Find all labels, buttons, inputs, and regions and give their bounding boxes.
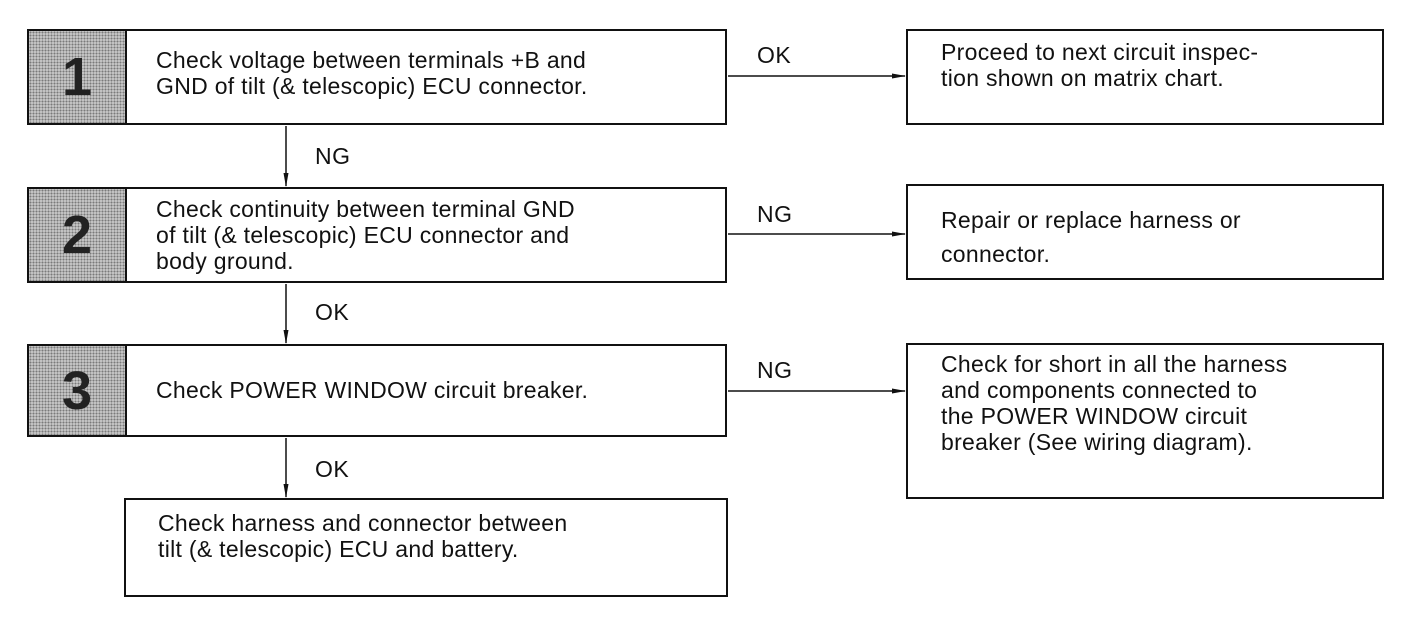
step-3-box: 3 Check POWER WINDOW circuit breaker. <box>27 344 727 437</box>
result-box-1: Proceed to next circuit inspec- tion sho… <box>906 29 1384 125</box>
label-s2-right: NG <box>757 201 793 227</box>
label-s3-down: OK <box>315 456 350 482</box>
label-s2-down: OK <box>315 299 350 325</box>
result-1-text: Proceed to next circuit inspec- tion sho… <box>941 39 1259 91</box>
result-3-text: Check for short in all the harness and c… <box>941 351 1288 455</box>
step-1-box: 1 Check voltage between terminals +B and… <box>27 29 727 125</box>
final-step-text: Check harness and connector between tilt… <box>158 510 568 562</box>
step-3-number: 3 <box>29 346 127 435</box>
step-1-number: 1 <box>29 31 127 123</box>
result-2-text: Repair or replace harness or connector. <box>941 207 1241 267</box>
step-1-text: Check voltage between terminals +B and G… <box>156 47 588 99</box>
step-3-text: Check POWER WINDOW circuit breaker. <box>156 377 589 403</box>
result-box-3: Check for short in all the harness and c… <box>906 343 1384 499</box>
step-2-box: 2 Check continuity between terminal GND … <box>27 187 727 283</box>
result-box-2: Repair or replace harness or connector. <box>906 184 1384 280</box>
step-2-text: Check continuity between terminal GND of… <box>156 196 575 274</box>
label-s3-right: NG <box>757 357 793 383</box>
label-s1-down: NG <box>315 143 351 169</box>
step-2-number: 2 <box>29 189 127 281</box>
final-step-box: Check harness and connector between tilt… <box>124 498 728 597</box>
label-s1-right: OK <box>757 42 792 68</box>
